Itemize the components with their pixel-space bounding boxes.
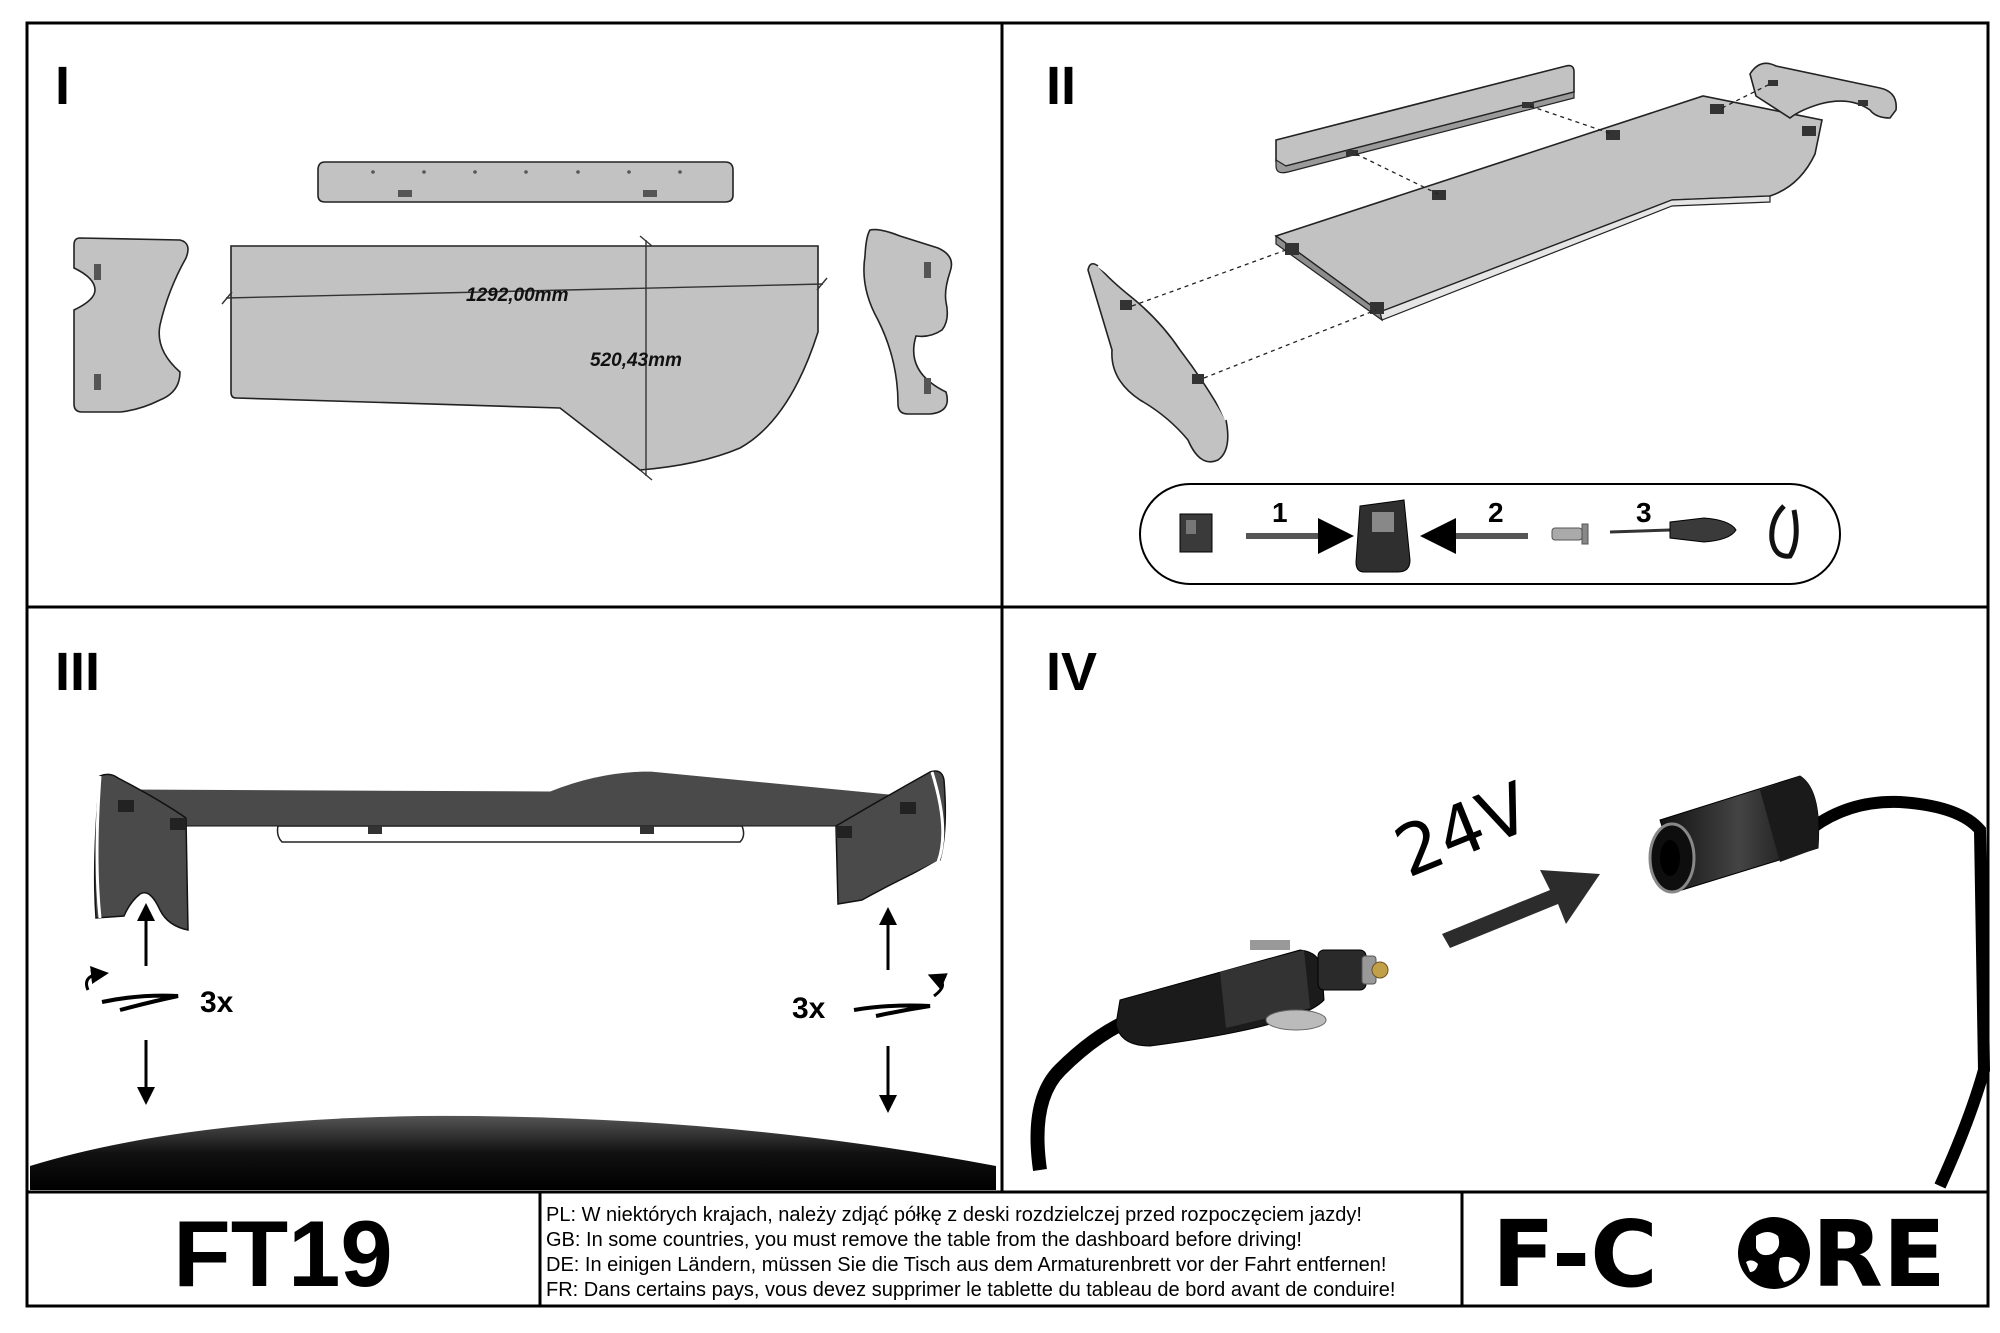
right-bracket-part-iso <box>1749 62 1897 119</box>
screw-icon <box>1551 523 1589 545</box>
panel-numeral: I <box>55 56 70 116</box>
arrow-icon <box>1442 870 1600 948</box>
panel-3: III 3x <box>30 642 996 1190</box>
step-number: 1 <box>1272 497 1288 528</box>
socket-icon <box>1648 775 1991 1189</box>
panel-4: IV 24V <box>1030 642 1991 1189</box>
step-number: 2 <box>1488 497 1504 528</box>
left-bracket-part <box>73 237 189 413</box>
footer: FT19 PL: W niektórych krajach, należy zd… <box>173 1201 1945 1308</box>
warning-de: DE: In einigen Ländern, müssen Sie die T… <box>546 1254 1386 1276</box>
table-front-view <box>93 768 947 931</box>
turns-label-right: 3x <box>792 992 826 1025</box>
voltage-label: 24V <box>1384 766 1542 893</box>
left-bracket-part-iso <box>1087 262 1229 463</box>
clip-icon <box>1769 504 1799 559</box>
rotate-icon <box>853 973 948 1018</box>
rail-part <box>317 161 734 203</box>
right-bracket-part <box>863 228 953 415</box>
frame <box>25 21 1990 1308</box>
rail-part-iso <box>1275 64 1575 174</box>
panel-2: II <box>1046 56 1897 585</box>
depth-dimension-label: 520,43mm <box>590 350 682 371</box>
socket-icon <box>1355 499 1411 573</box>
width-dimension-label: 1292,00mm <box>466 285 569 306</box>
dimension-lines <box>221 235 828 481</box>
connector-icon <box>1179 513 1213 553</box>
brand-name-right: RE <box>1812 1201 1946 1308</box>
warning-pl: PL: W niektórych krajach, należy zdjąć p… <box>546 1204 1362 1226</box>
turns-label-left: 3x <box>200 986 234 1019</box>
dashboard-shape <box>30 1115 996 1190</box>
brand-name-left: F-C <box>1492 1201 1658 1308</box>
panel-numeral: III <box>55 642 100 702</box>
model-code: FT19 <box>173 1201 392 1306</box>
warning-gb: GB: In some countries, you must remove t… <box>546 1229 1302 1251</box>
warning-fr: FR: Dans certains pays, vous devez suppr… <box>546 1279 1395 1301</box>
assembly-steps-oval: 1 2 3 <box>1139 483 1841 585</box>
plug-icon <box>1030 940 1389 1171</box>
main-plate-part-iso <box>1274 95 1823 322</box>
screwdriver-icon <box>1609 517 1737 543</box>
assembly-guides <box>1131 83 1771 379</box>
globe-icon <box>1738 1217 1810 1289</box>
main-plate-part <box>230 245 819 471</box>
step-number: 3 <box>1636 497 1652 528</box>
brand-logo: F-C RE <box>1492 1201 1946 1308</box>
rotate-icon <box>85 966 179 1012</box>
panel-numeral: II <box>1046 56 1076 116</box>
panel-1: I <box>55 56 953 481</box>
panel-numeral: IV <box>1046 642 1097 702</box>
